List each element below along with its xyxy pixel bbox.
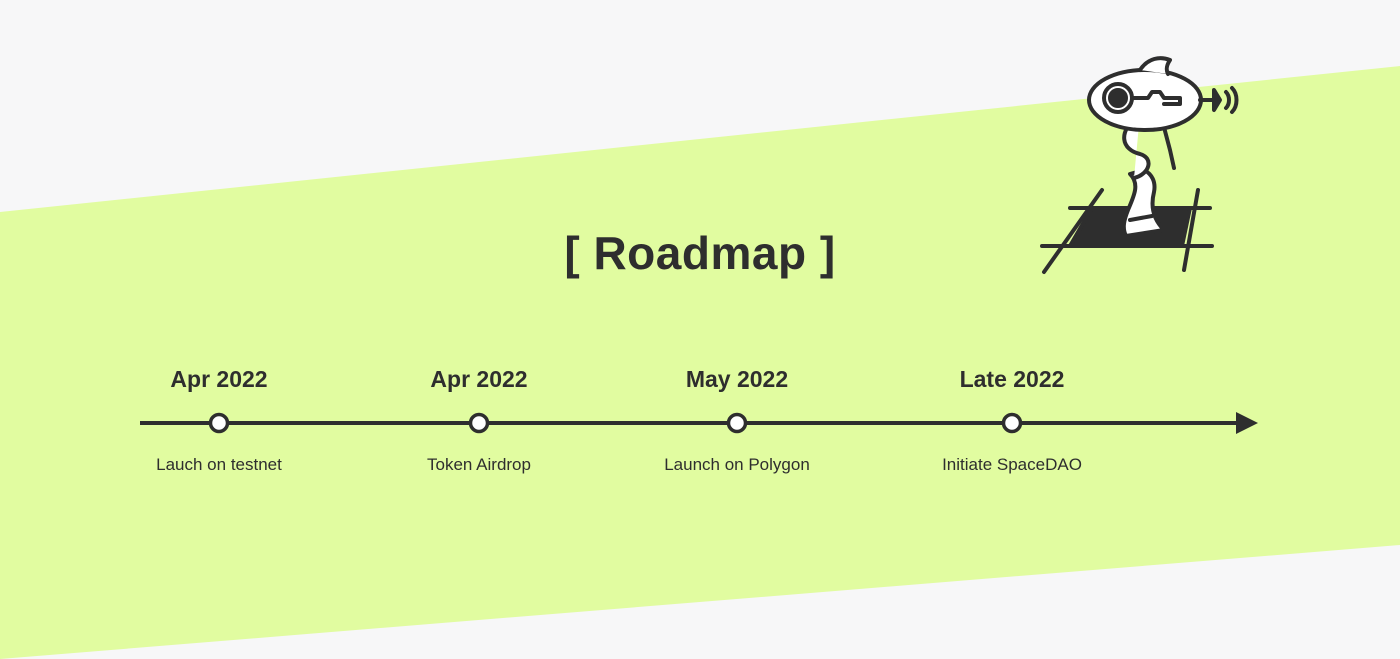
milestone-label-1: Lauch on testnet — [156, 455, 282, 474]
milestone-marker — [208, 412, 230, 434]
milestone-date-4: Late 2022 — [959, 366, 1065, 392]
milestone-label-3: Launch on Polygon — [664, 455, 810, 474]
milestone-marker — [726, 412, 748, 434]
page-title: [ Roadmap ] — [564, 227, 836, 279]
milestone-date-3: May 2022 — [685, 366, 789, 392]
milestone-date-2: Apr 2022 — [430, 366, 528, 392]
milestone-date-1: Apr 2022 — [170, 366, 268, 392]
fish-airship-mascot-icon — [1040, 56, 1239, 274]
milestone-label-2: Token Airdrop — [427, 455, 531, 474]
milestone-marker — [1001, 412, 1023, 434]
timeline-arrow-icon — [1236, 412, 1258, 434]
milestone-marker — [468, 412, 490, 434]
milestone-label-4: Initiate SpaceDAO — [942, 455, 1082, 474]
